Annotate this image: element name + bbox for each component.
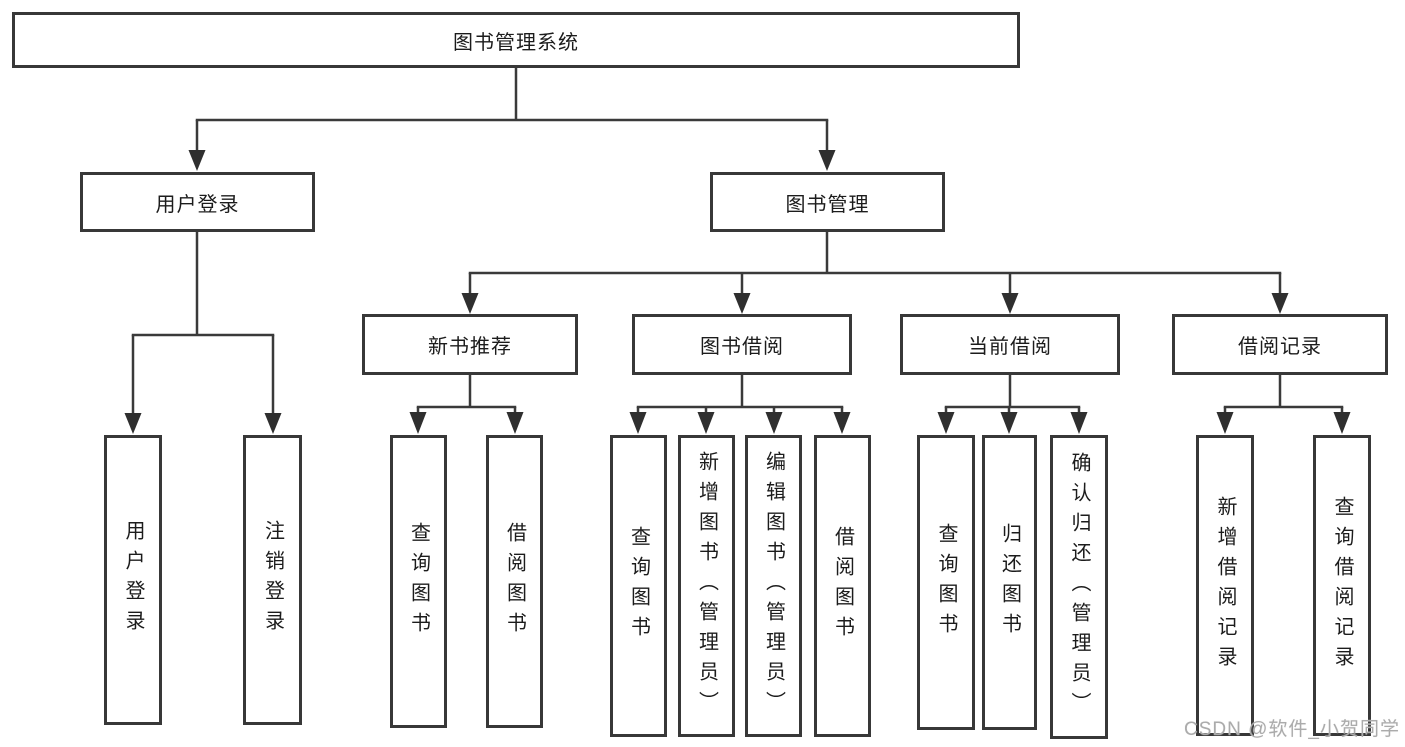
leaf-label: 借阅图书 [831,526,854,646]
arrowhead-down [1271,293,1289,314]
arrowhead-down [833,412,851,434]
csdn-watermark: CSDN @软件_小贺同学 [1184,719,1400,740]
leaf-label: 编辑图书（管理员） [762,451,785,721]
leaf-label: 注销登录 [261,520,284,640]
leaf-label: 新增借阅记录 [1214,495,1236,676]
leaf-edit-book-admin: 编辑图书（管理员） [745,435,802,737]
arrowhead-down [1001,293,1019,314]
leaf-confirm-return-admin: 确认归还（管理员） [1050,435,1108,739]
node-root: 图书管理系统 [12,12,1020,68]
arrowhead-down [1333,412,1351,434]
leaf-query-books-recommend: 查询图书 [390,435,447,728]
node-label: 借阅记录 [1238,336,1322,358]
arrowhead-down [1216,412,1234,434]
leaf-label: 确认归还（管理员） [1068,452,1090,722]
connector-records-to-leaves [1216,375,1351,434]
node-current-borrow: 当前借阅 [900,314,1120,375]
connector-login-to-leaves [124,232,282,434]
arrowhead-down [937,412,955,434]
arrowhead-down [506,412,524,434]
arrowhead-down [1070,412,1088,434]
connector-current-to-leaves [937,375,1088,434]
connector-newbooks-to-leaves [409,375,524,434]
connector-borrow-to-leaves [629,375,851,434]
node-label: 图书管理 [785,193,870,216]
node-book-borrow: 图书借阅 [632,314,852,375]
node-book-management: 图书管理 [710,172,945,232]
leaf-query-borrow-record: 查询借阅记录 [1313,435,1371,736]
connector-root-to-branches [188,68,836,171]
leaf-label: 新增图书（管理员） [695,451,718,721]
arrowhead-down [818,150,836,171]
node-label: 用户登录 [155,193,240,216]
node-borrow-records: 借阅记录 [1172,314,1388,375]
arrowhead-down [264,413,282,434]
arrowhead-down [409,412,427,434]
arrowhead-down [697,412,715,434]
leaf-label: 查询图书 [407,521,430,642]
leaf-add-borrow-record: 新增借阅记录 [1196,435,1254,736]
node-label: 图书借阅 [700,336,784,358]
leaf-label: 查询图书 [935,522,957,643]
arrowhead-down [461,293,479,314]
node-label: 当前借阅 [968,336,1052,358]
node-new-book-recommend: 新书推荐 [362,314,578,375]
arrowhead-down [188,150,206,171]
leaf-borrow-books-recommend: 借阅图书 [486,435,543,728]
node-user-login: 用户登录 [80,172,315,232]
leaf-label: 归还图书 [998,522,1021,643]
leaf-label: 用户登录 [122,520,144,640]
leaf-query-books-current: 查询图书 [917,435,975,730]
leaf-return-book: 归还图书 [982,435,1037,730]
leaf-query-books-borrow: 查询图书 [610,435,667,737]
leaf-user-login: 用户登录 [104,435,162,725]
leaf-add-book-admin: 新增图书（管理员） [678,435,735,737]
arrowhead-down [1000,412,1018,434]
arrowhead-down [124,413,142,434]
node-label: 新书推荐 [428,336,512,358]
leaf-logout: 注销登录 [243,435,302,725]
node-root-label: 图书管理系统 [453,31,579,54]
arrowhead-down [733,293,751,314]
arrowhead-down [765,412,783,434]
leaf-borrow-books: 借阅图书 [814,435,871,737]
leaf-label: 查询图书 [627,526,650,646]
leaf-label: 查询借阅记录 [1331,495,1353,676]
connector-bookmgmt-to-modules [461,232,1289,314]
arrowhead-down [629,412,647,434]
leaf-label: 借阅图书 [503,521,526,642]
